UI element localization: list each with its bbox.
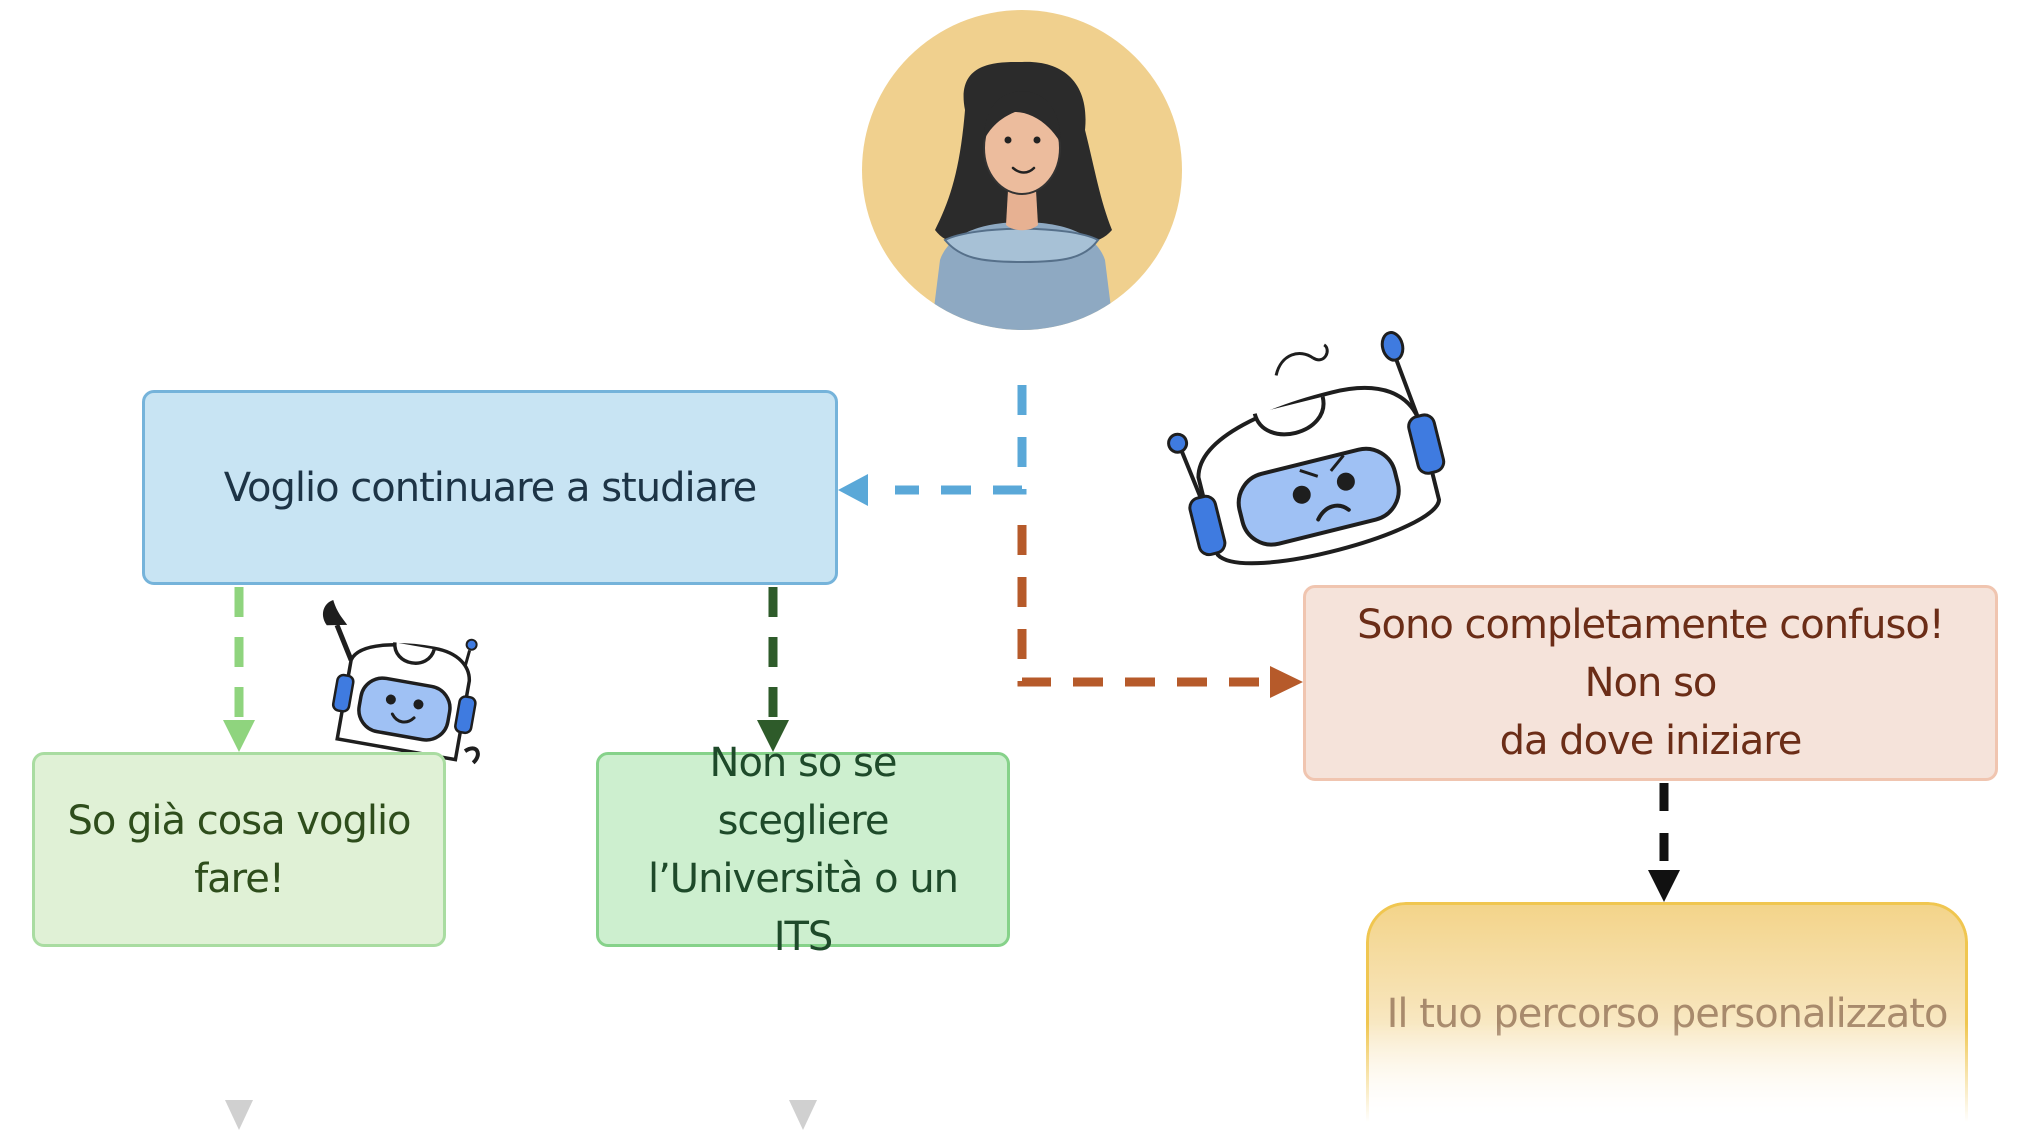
study-box: Voglio continuare a studiare: [142, 390, 838, 585]
arrow-to-study: [838, 385, 1027, 506]
personal-path-box: Il tuo percorso personalizzato: [1366, 902, 1968, 1122]
know-box-line1: So già cosa voglio: [67, 797, 411, 844]
confused-box-line2: da dove iniziare: [1499, 718, 1803, 764]
arrow-to-confused: [1017, 525, 1303, 698]
confused-box: Sono completamente confuso! Non so da do…: [1303, 585, 1998, 781]
know-box-text: So già cosa voglio fare!: [67, 792, 411, 908]
confused-box-text: Sono completamente confuso! Non so da do…: [1326, 596, 1975, 770]
confused-box-line1: Sono completamente confuso! Non so: [1357, 602, 1945, 706]
arrow-to-know: [223, 587, 255, 752]
study-box-label: Voglio continuare a studiare: [223, 464, 758, 511]
choose-box-text: Non so se scegliere l’Università o un IT…: [619, 734, 987, 966]
know-box-line2: fare!: [194, 855, 285, 902]
arrow-to-choose: [757, 587, 789, 752]
arrow-below-choose: [789, 950, 817, 1130]
arrow-to-path: [1648, 783, 1680, 902]
choose-box-line2: l’Università o un ITS: [647, 855, 959, 960]
choose-box-line1: Non so se scegliere: [709, 739, 898, 844]
personal-path-label: Il tuo percorso personalizzato: [1386, 990, 1949, 1037]
choose-box: Non so se scegliere l’Università o un IT…: [596, 740, 1010, 960]
arrow-below-know: [225, 950, 253, 1130]
know-box: So già cosa voglio fare!: [32, 752, 446, 947]
